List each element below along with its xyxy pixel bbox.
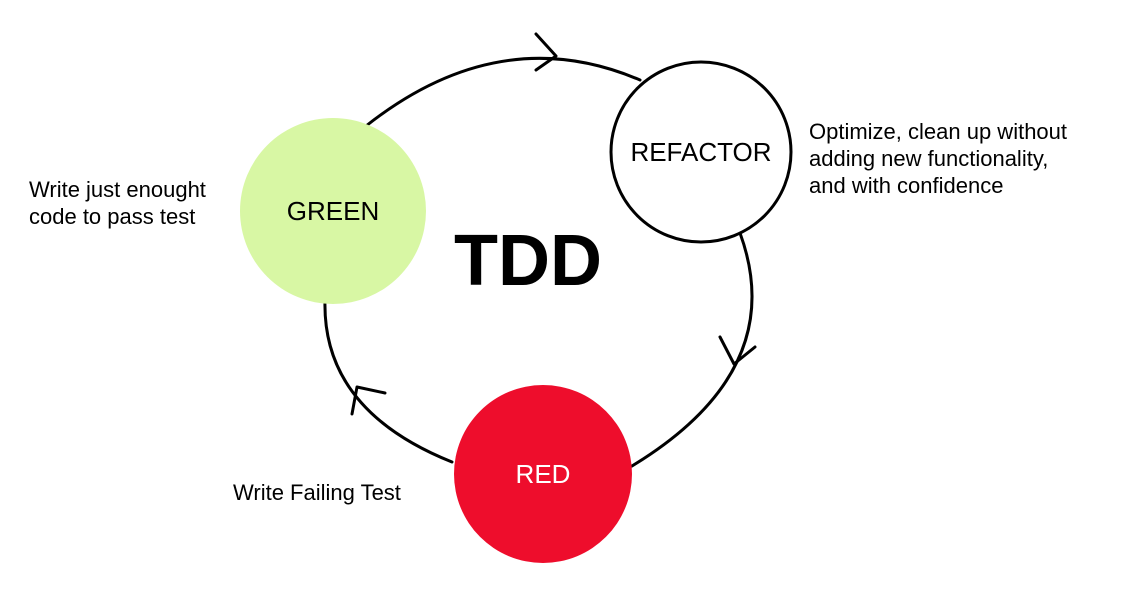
- refactor-note-line-1: Optimize, clean up without: [809, 119, 1068, 144]
- refactor-note-line-2: adding new functionality,: [809, 146, 1049, 171]
- green-note-line-1: Write just enought: [29, 177, 206, 202]
- green-note: Write just enought code to pass test: [29, 176, 206, 230]
- arrow-head-left: [350, 385, 387, 416]
- arc-green-to-refactor: [364, 56, 642, 128]
- node-red: RED: [454, 385, 632, 563]
- arc-red-to-green: [323, 298, 454, 464]
- red-note-line-1: Write Failing Test: [233, 480, 401, 505]
- red-circle: [454, 385, 632, 563]
- node-green: GREEN: [240, 118, 426, 304]
- red-label: RED: [516, 459, 571, 489]
- arrow-head-right: [718, 335, 757, 366]
- green-label: GREEN: [287, 196, 379, 226]
- green-note-line-2: code to pass test: [29, 204, 196, 229]
- node-refactor: REFACTOR: [609, 60, 793, 244]
- refactor-label: REFACTOR: [630, 137, 771, 167]
- arrow-head-top: [534, 32, 558, 72]
- green-circle: [240, 118, 426, 304]
- refactor-circle: [609, 60, 793, 244]
- diagram-title: TDD: [454, 221, 602, 301]
- refactor-note-line-3: and with confidence: [809, 173, 1004, 198]
- refactor-note: Optimize, clean up without adding new fu…: [809, 118, 1067, 199]
- red-note: Write Failing Test: [233, 479, 401, 506]
- arc-refactor-to-red: [630, 231, 754, 468]
